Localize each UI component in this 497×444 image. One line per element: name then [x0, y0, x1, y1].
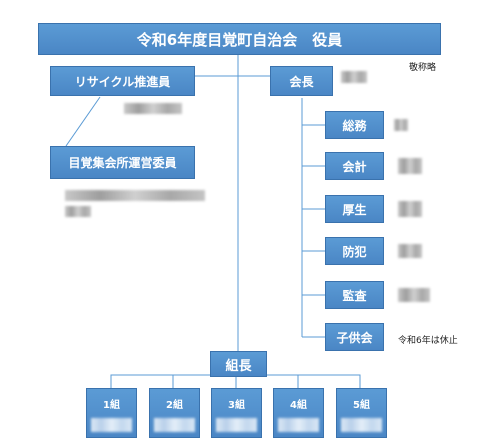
- group-3-names-redacted: [216, 418, 257, 432]
- recycle-promoter-names-redacted: [124, 103, 182, 114]
- meeting-hall-committee-box: 目覚集会所運営委員: [50, 146, 195, 179]
- group-label-2: 2組: [166, 400, 183, 411]
- recycle-promoter-box: リサイクル推進員: [50, 66, 195, 96]
- group-label-4: 4組: [290, 400, 307, 411]
- meeting-hall-names-redacted-1: [65, 190, 205, 201]
- group-label-3: 3組: [228, 400, 245, 411]
- group-5-names-redacted: [341, 418, 382, 432]
- officer-name-kousei-redacted: [398, 201, 422, 217]
- group-1-names-redacted: [91, 418, 132, 432]
- officer-box-somu: 総務: [325, 111, 384, 139]
- chair-name-redacted: [341, 71, 367, 83]
- honorific-note: 敬称略: [409, 63, 437, 73]
- chair-box: 会長: [270, 66, 333, 96]
- meeting-hall-names-redacted-2: [65, 206, 91, 217]
- officer-box-kodomo: 子供会: [325, 323, 384, 351]
- title-banner: 令和6年度目覚町自治会 役員: [38, 23, 441, 55]
- kodomo-status-note: 令和6年は休止: [398, 336, 458, 346]
- officer-name-bouhan-redacted: [398, 244, 422, 258]
- officer-name-kansa-redacted: [398, 288, 430, 302]
- officer-name-kaikei-redacted: [398, 158, 422, 174]
- officer-box-bouhan: 防犯: [325, 237, 384, 265]
- officer-box-kousei: 厚生: [325, 195, 384, 223]
- group-4-names-redacted: [278, 418, 319, 432]
- officer-box-kansa: 監査: [325, 281, 384, 309]
- officer-name-somu-redacted: [394, 119, 408, 131]
- recycle-to-meeting-line: [65, 96, 101, 147]
- officer-box-kaikei: 会計: [325, 152, 384, 180]
- group-label-1: 1組: [103, 400, 120, 411]
- group-2-names-redacted: [154, 418, 195, 432]
- recycle-branch: [195, 54, 239, 77]
- group-label-5: 5組: [353, 400, 370, 411]
- group-leader-box: 組長: [210, 351, 267, 377]
